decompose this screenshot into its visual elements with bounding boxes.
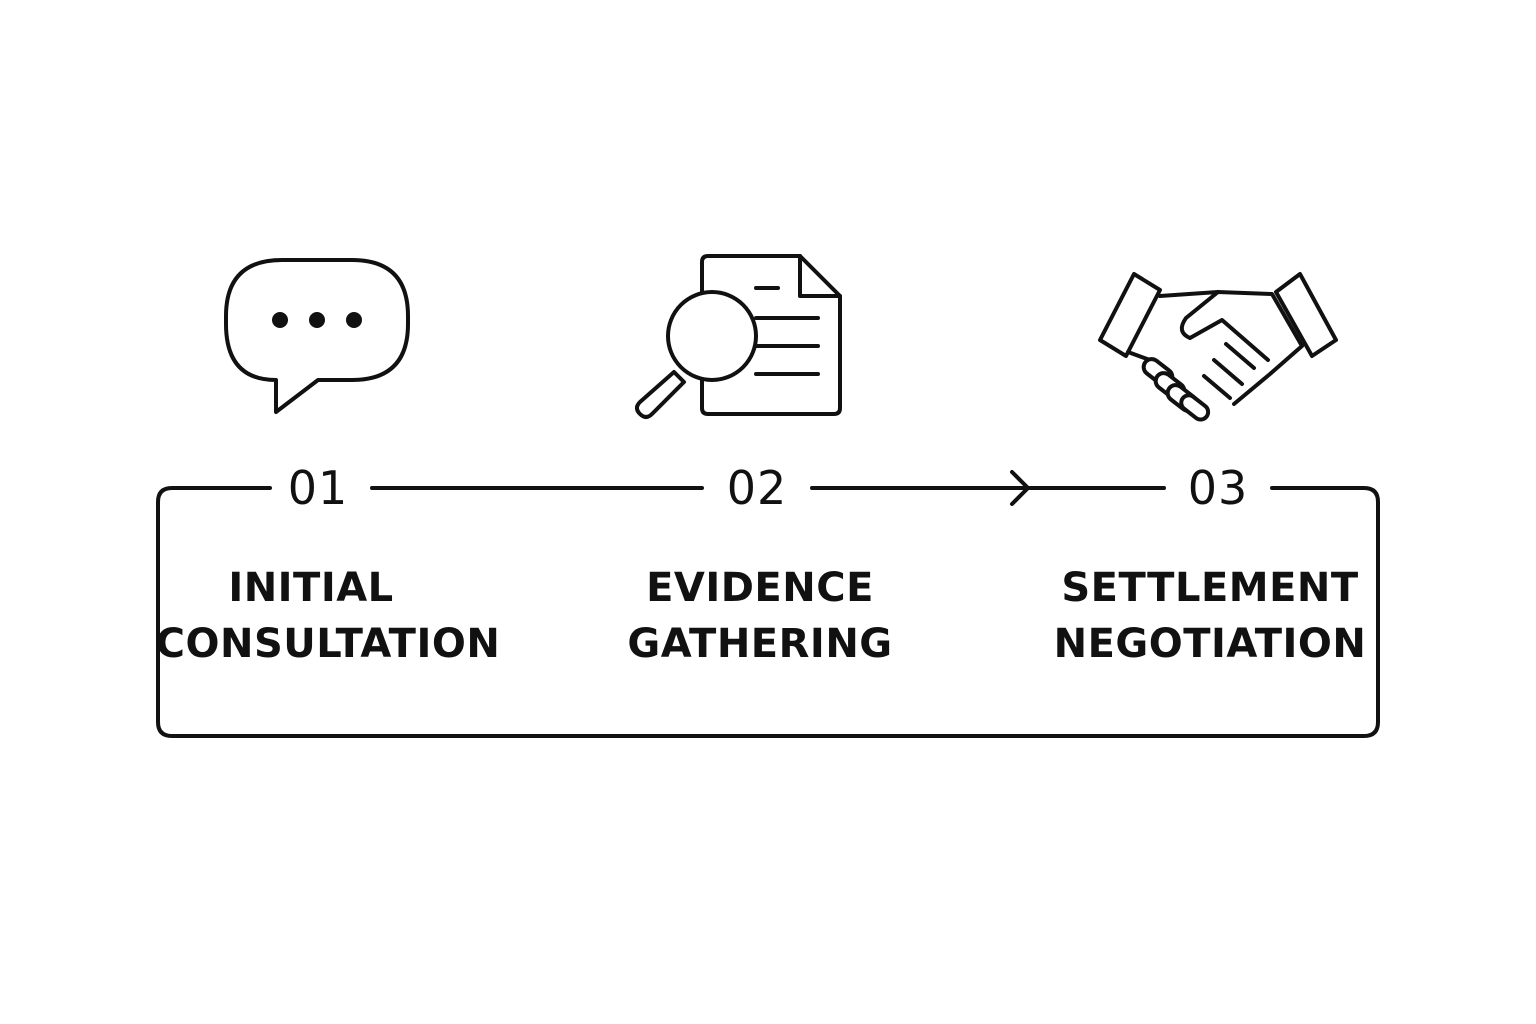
step-label-line: INITIAL bbox=[228, 565, 394, 611]
step-label-initial-consultation: INITIAL CONSULTATION bbox=[148, 560, 508, 672]
step-label-settlement-negotiation: SETTLEMENT NEGOTIATION bbox=[1030, 560, 1390, 672]
step-label-line: GATHERING bbox=[627, 621, 893, 667]
handshake-icon bbox=[1098, 272, 1338, 422]
step-label-line: EVIDENCE bbox=[646, 565, 874, 611]
timeline-frame bbox=[156, 470, 1380, 738]
step-label-line: CONSULTATION bbox=[155, 621, 501, 667]
arrow-head-icon bbox=[1010, 470, 1030, 506]
step-number-01: 01 bbox=[287, 461, 349, 515]
step-label-evidence-gathering: EVIDENCE GATHERING bbox=[580, 560, 940, 672]
step-label-line: SETTLEMENT bbox=[1061, 565, 1359, 611]
document-search-icon bbox=[635, 254, 842, 419]
step-number-03: 03 bbox=[1187, 461, 1249, 515]
step-number-02: 02 bbox=[726, 461, 788, 515]
speech-bubble-icon bbox=[224, 258, 410, 414]
step-label-line: NEGOTIATION bbox=[1053, 621, 1367, 667]
